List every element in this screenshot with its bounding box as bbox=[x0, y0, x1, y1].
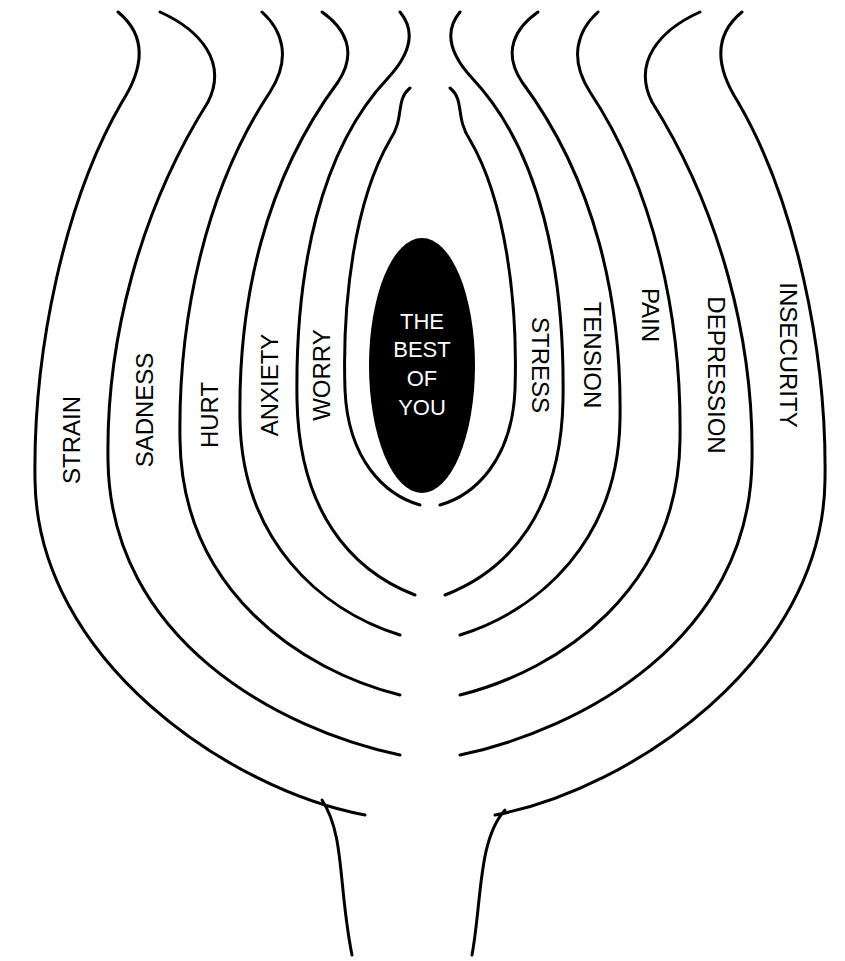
layer-label: TENSION bbox=[580, 302, 604, 409]
layer-label: DEPRESSION bbox=[704, 296, 728, 453]
core-label: THE BEST OF YOU bbox=[389, 308, 455, 422]
layer-label: SADNESS bbox=[133, 353, 157, 468]
layer-label: STRESS bbox=[528, 317, 552, 413]
core-ellipse: THE BEST OF YOU bbox=[369, 238, 475, 493]
layer-label: HURT bbox=[198, 382, 222, 448]
stem-right bbox=[472, 810, 505, 955]
layer-label: PAIN bbox=[638, 288, 662, 342]
right-layers bbox=[440, 12, 825, 815]
stem-left bbox=[322, 800, 352, 955]
layer-label: WORRY bbox=[310, 329, 334, 421]
layer-label: INSECURITY bbox=[776, 282, 800, 427]
left-layers bbox=[35, 12, 420, 815]
layer-label: STRAIN bbox=[60, 396, 84, 484]
layer-label: ANXIETY bbox=[258, 334, 282, 437]
